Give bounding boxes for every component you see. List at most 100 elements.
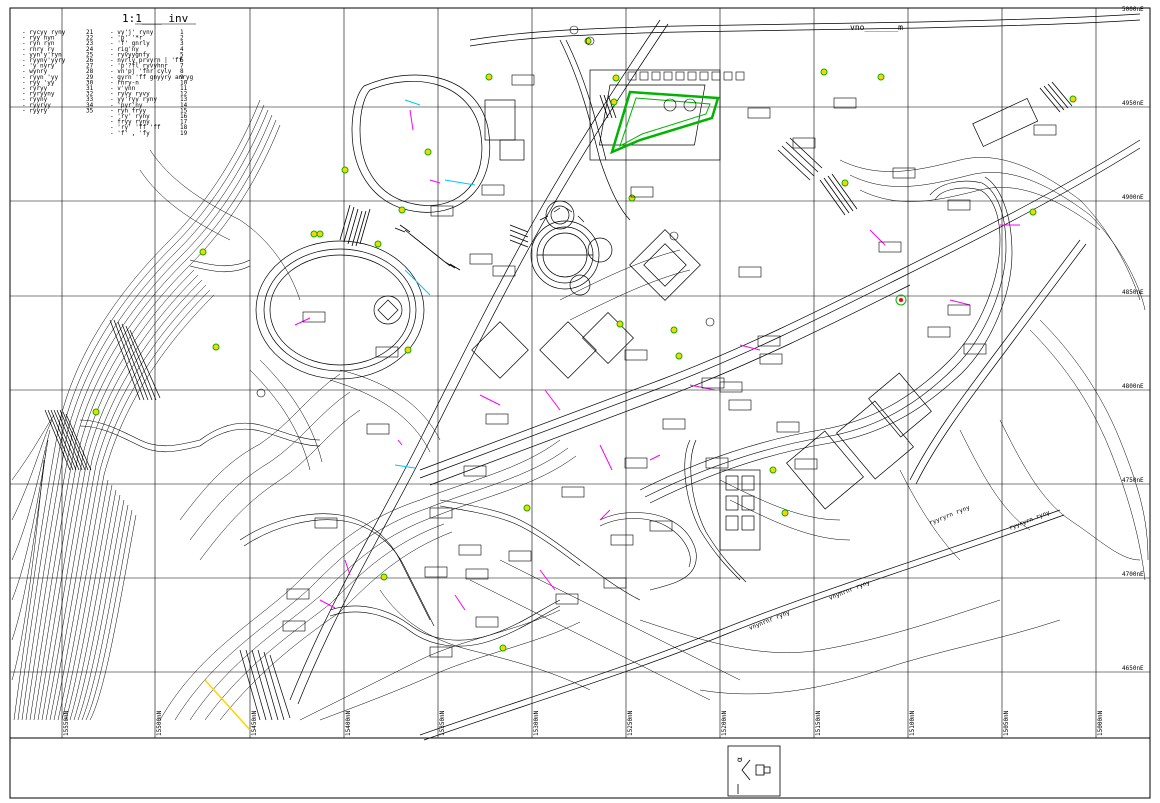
- legend-item-text: - rig'ny: [110, 46, 139, 53]
- coordinate-grid: [10, 8, 1150, 738]
- grid-label-north: 15150nN: [815, 710, 822, 736]
- legend-item-text: - rycyy ryny: [22, 29, 66, 36]
- legend-item-text: - 'p'?fl ryvyhnr: [110, 63, 168, 70]
- grid-label-east: 4950nE: [1122, 100, 1144, 107]
- legend-item-text: - ryyry: [22, 107, 48, 114]
- grid-label-north: 15050nN: [1003, 710, 1010, 736]
- legend-right-column: 21 - rycyy ryny 22 - ryy nyn 23 - ryn ryn 24 - …: [22, 29, 94, 114]
- legend-item-number: 12: [180, 91, 188, 98]
- legend-item-number: 32: [86, 91, 94, 98]
- grid-labels-north: 15550nN 15500nN 15450nN 15400nN 15350nN …: [63, 710, 1104, 736]
- legend-item-number: 9: [180, 74, 184, 81]
- legend-item-text: - gyrn 'ff gnyyry anryg: [110, 74, 193, 81]
- legend-item-text: - ryvyygnfy: [110, 51, 150, 58]
- north-arrow-frame: [727, 745, 781, 797]
- annotation-leaders: [294, 99, 1020, 611]
- legend-item-text: - ryn fryy: [110, 107, 147, 114]
- north-arrow-symbol: α: [727, 745, 781, 797]
- grid-label-east: 4850nE: [1122, 289, 1144, 296]
- legend-item-text: - ryryyny: [22, 91, 55, 98]
- grid-label-north: 15500nN: [156, 710, 163, 736]
- legend-item-text: - ryy 'yy: [22, 79, 55, 86]
- legend-item-number: 19: [180, 130, 188, 137]
- legend-item-number: 16: [180, 113, 188, 120]
- legend-item-text: - yyn'y'ryn: [22, 51, 62, 58]
- legend-item-text: - fryy ryny: [110, 119, 150, 126]
- legend-item-text: - yy'ryy ryny: [110, 96, 157, 103]
- legend-item-text: - rnry ry: [22, 46, 55, 53]
- grid-label-north: 15250nN: [627, 710, 634, 736]
- serpentine-roads: [79, 176, 1013, 647]
- legend-item-text: - vy'j' ryny: [110, 29, 154, 36]
- legend-item-text: - ryryy: [22, 85, 48, 92]
- grid-label-north: 15300nN: [533, 710, 540, 736]
- legend-item-text: - ryyn 'yy: [22, 74, 59, 81]
- yellow-marker-line: [204, 679, 251, 731]
- grid-label-east: 4750nE: [1122, 477, 1144, 484]
- legend-item-number: 2: [180, 35, 184, 42]
- grid-label-north: 15200nN: [721, 710, 728, 736]
- road-label: ryyryrn ryny: [1008, 509, 1051, 532]
- grid-label-east: 4900nE: [1122, 194, 1144, 201]
- legend-item-number: 8: [180, 68, 184, 75]
- central-plaza: [530, 200, 613, 296]
- grid-label-north: 15000nN: [1097, 710, 1104, 736]
- grid-label-east: 5000nE: [1122, 6, 1144, 13]
- grid-label-north: 15350nN: [439, 710, 446, 736]
- main-roads: [289, 13, 1141, 741]
- legend-item-text: - 'ry' 'ff 'ff: [110, 124, 161, 131]
- grid-label-east: 4700nE: [1122, 571, 1144, 578]
- grid-label-north: 15100nN: [909, 710, 916, 736]
- label-plates: [282, 74, 1057, 658]
- legend-item-number: 22: [86, 35, 94, 42]
- legend-item-number: 23: [86, 40, 94, 47]
- road-label: ryyryrn ryny: [928, 504, 971, 527]
- legend-item-number: 25: [86, 51, 94, 58]
- road-label: vnynrnr ryny: [748, 609, 791, 632]
- legend-item-number: 11: [180, 85, 188, 92]
- legend-item-text: - ryy nyn: [22, 35, 55, 42]
- legend-item-number: 29: [86, 74, 94, 81]
- legend-item-text: - ryyryy: [22, 102, 51, 109]
- legend-item-number: 24: [86, 46, 94, 53]
- legend-item-text: - ryn ryn: [22, 40, 55, 47]
- top-note: vno_______m: [850, 23, 903, 32]
- legend-item-number: 17: [180, 119, 188, 126]
- legend-item-text: - 'p' '*r: [110, 35, 143, 42]
- legend-item-number: 21: [86, 29, 94, 36]
- grid-labels-east: 5000nE 4950nE 4900nE 4850nE 4800nE 4750n…: [1122, 6, 1144, 672]
- legend-item-number: 34: [86, 102, 94, 109]
- legend-item-number: 1: [180, 29, 184, 36]
- grid-label-north: 15550nN: [63, 710, 70, 736]
- legend-item-number: 28: [86, 68, 94, 75]
- legend-item-text: - 'pyr'ny: [110, 102, 143, 109]
- grid-label-east: 4800nE: [1122, 383, 1144, 390]
- legend-item-number: 7: [180, 63, 184, 70]
- hillside-contours-west: [11, 99, 281, 721]
- legend-item-text: - rnry-n: [110, 79, 139, 86]
- legend-item-number: 27: [86, 63, 94, 70]
- legend-item-number: 15: [180, 107, 188, 114]
- legend-title: 1:1___ inv: [122, 12, 189, 25]
- grid-label-north: 15400nN: [345, 710, 352, 736]
- building-blocks: [471, 69, 1039, 551]
- legend-item-text: - vn'pj 'fnr cyly: [110, 68, 172, 75]
- upper-oval-track: [351, 74, 490, 213]
- steep-slope-hatching: [44, 319, 291, 721]
- terrain-contours: [139, 149, 1149, 721]
- legend-item-number: 30: [86, 79, 94, 86]
- grid-label-east: 4650nE: [1122, 665, 1144, 672]
- legend-item-number: 31: [86, 85, 94, 92]
- legend-item-number: 14: [180, 102, 188, 109]
- stadium-oval: [255, 240, 425, 380]
- legend-item-text: - 'f' gnrly: [110, 40, 150, 47]
- legend-item-text: - nyrly prvyrn | 'ff: [110, 57, 183, 64]
- legend-item-text: - v'ynn: [110, 85, 136, 92]
- legend-item-number: 26: [86, 57, 94, 64]
- legend-item-text: - ryyny'yyry: [22, 57, 66, 64]
- legend-item-number: 5: [180, 51, 184, 58]
- legend-item-text: - 'ry' ryny: [110, 113, 150, 120]
- legend-item-text: - 'y nyry: [22, 63, 55, 70]
